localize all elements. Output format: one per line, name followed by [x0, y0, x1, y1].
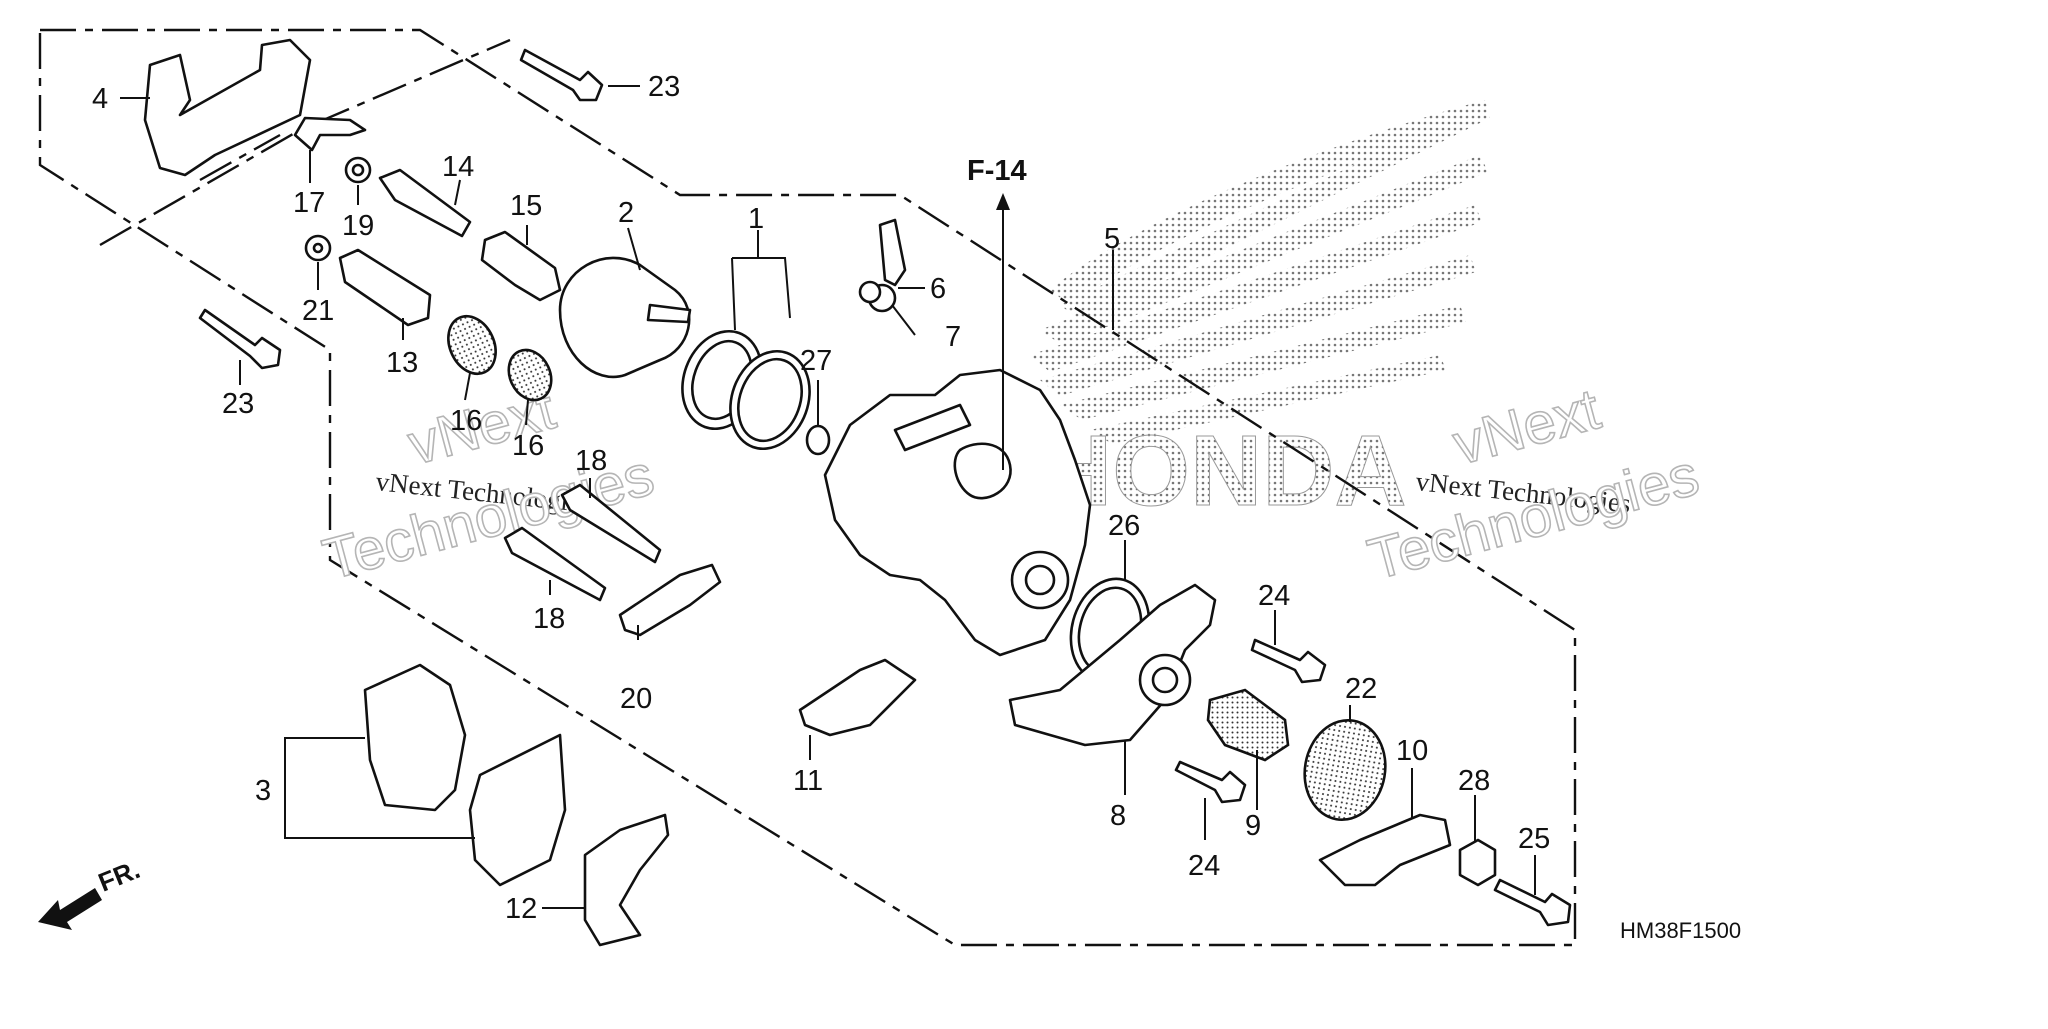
- part-pin-15: [480, 230, 562, 302]
- part-piston-2-stem: [646, 303, 692, 324]
- watermark-technologies-right: Technologies: [1362, 442, 1706, 592]
- part-clip-11: [798, 658, 917, 737]
- callout-12: 12: [505, 893, 537, 925]
- part-boot-16a: [447, 314, 497, 376]
- parts: [143, 38, 1572, 947]
- diagram-code: HM38F1500: [1620, 918, 1741, 943]
- callout-16b: 16: [512, 430, 544, 462]
- callout-23a: 23: [648, 71, 680, 103]
- leader-lines: [120, 85, 1536, 909]
- part-bleeder-6: [878, 218, 907, 287]
- callout-16a: 16: [450, 405, 482, 437]
- callout-5: 5: [1104, 223, 1120, 255]
- callout-15: 15: [510, 190, 542, 222]
- callout-24b: 24: [1188, 850, 1220, 882]
- part-bracket-4: [143, 38, 312, 177]
- part-bolt-24-bottom: [1174, 760, 1247, 804]
- callout-3: 3: [255, 775, 271, 807]
- reference-label: F-14: [967, 155, 1027, 187]
- part-washer-21-hole: [312, 242, 324, 254]
- callout-20: 20: [620, 683, 652, 715]
- part-boot-16b: [507, 348, 553, 402]
- callout-18a: 18: [575, 445, 607, 477]
- part-bolt-25: [1493, 878, 1572, 927]
- part-pad-3b: [468, 733, 567, 887]
- callout-7: 7: [945, 321, 961, 353]
- part-clip-17: [293, 116, 367, 152]
- callout-9: 9: [1245, 810, 1261, 842]
- callout-2: 2: [618, 197, 634, 229]
- part-pin-18b: [503, 526, 607, 602]
- callout-17: 17: [293, 187, 325, 219]
- callout-24a: 24: [1258, 580, 1290, 612]
- callout-26: 26: [1108, 510, 1140, 542]
- callout-19: 19: [342, 210, 374, 242]
- part-bolt-24-top: [1250, 638, 1327, 684]
- part-bolt-23-top: [519, 48, 604, 102]
- part-caliper-window: [893, 403, 972, 452]
- part-nut-28: [1458, 838, 1497, 887]
- part-plate-20: [618, 563, 722, 637]
- callout-13: 13: [386, 347, 418, 379]
- part-bracket-8-bore-inner: [1151, 666, 1179, 694]
- part-pad-3a: [363, 663, 467, 812]
- part-cap-7b: [858, 280, 882, 304]
- part-bracket-8: [1008, 583, 1217, 747]
- part-seal-1b-inner: [737, 357, 803, 443]
- part-roller-22: [1303, 718, 1387, 822]
- callout-22: 22: [1345, 673, 1377, 705]
- part-pin-14: [378, 168, 472, 238]
- part-pin-18a: [560, 483, 662, 564]
- part-caliper-port-inner: [1024, 564, 1056, 596]
- callouts: 1 2 3 4 5 6 7 8 9 10 11 12 13 14 15 16 1…: [92, 71, 1550, 925]
- callout-27: 27: [800, 345, 832, 377]
- part-caliper-boss: [953, 442, 1012, 500]
- assembly-outline: [38, 28, 1577, 947]
- honda-wordmark: HONDA: [1040, 415, 1407, 527]
- front-arrow: FR.: [38, 854, 144, 930]
- honda-wing-logo: HONDA: [1030, 100, 1490, 528]
- callout-6: 6: [930, 273, 946, 305]
- callout-25: 25: [1518, 823, 1550, 855]
- callout-21: 21: [302, 295, 334, 327]
- callout-23b: 23: [222, 388, 254, 420]
- callout-8: 8: [1110, 800, 1126, 832]
- front-arrow-icon: [38, 888, 102, 930]
- callout-28: 28: [1458, 765, 1490, 797]
- callout-1: 1: [748, 203, 764, 235]
- callout-14: 14: [442, 151, 474, 183]
- part-seal-19-hole: [351, 163, 365, 177]
- callout-18b: 18: [533, 603, 565, 635]
- part-arm-10: [1318, 813, 1452, 887]
- part-spring-9: [1206, 688, 1290, 762]
- part-shim-12: [583, 813, 670, 947]
- part-piston-2: [558, 256, 691, 379]
- callout-11: 11: [793, 765, 823, 797]
- part-bolt-23-left: [198, 308, 282, 370]
- callout-10: 10: [1396, 735, 1428, 767]
- part-sleeve-13: [338, 248, 432, 327]
- reference-arrow: F-14: [967, 155, 1027, 470]
- front-label: FR.: [94, 854, 144, 898]
- watermark-vnext-right: vNext: [1447, 376, 1607, 477]
- part-ring-27: [805, 424, 831, 456]
- callout-4: 4: [92, 83, 108, 115]
